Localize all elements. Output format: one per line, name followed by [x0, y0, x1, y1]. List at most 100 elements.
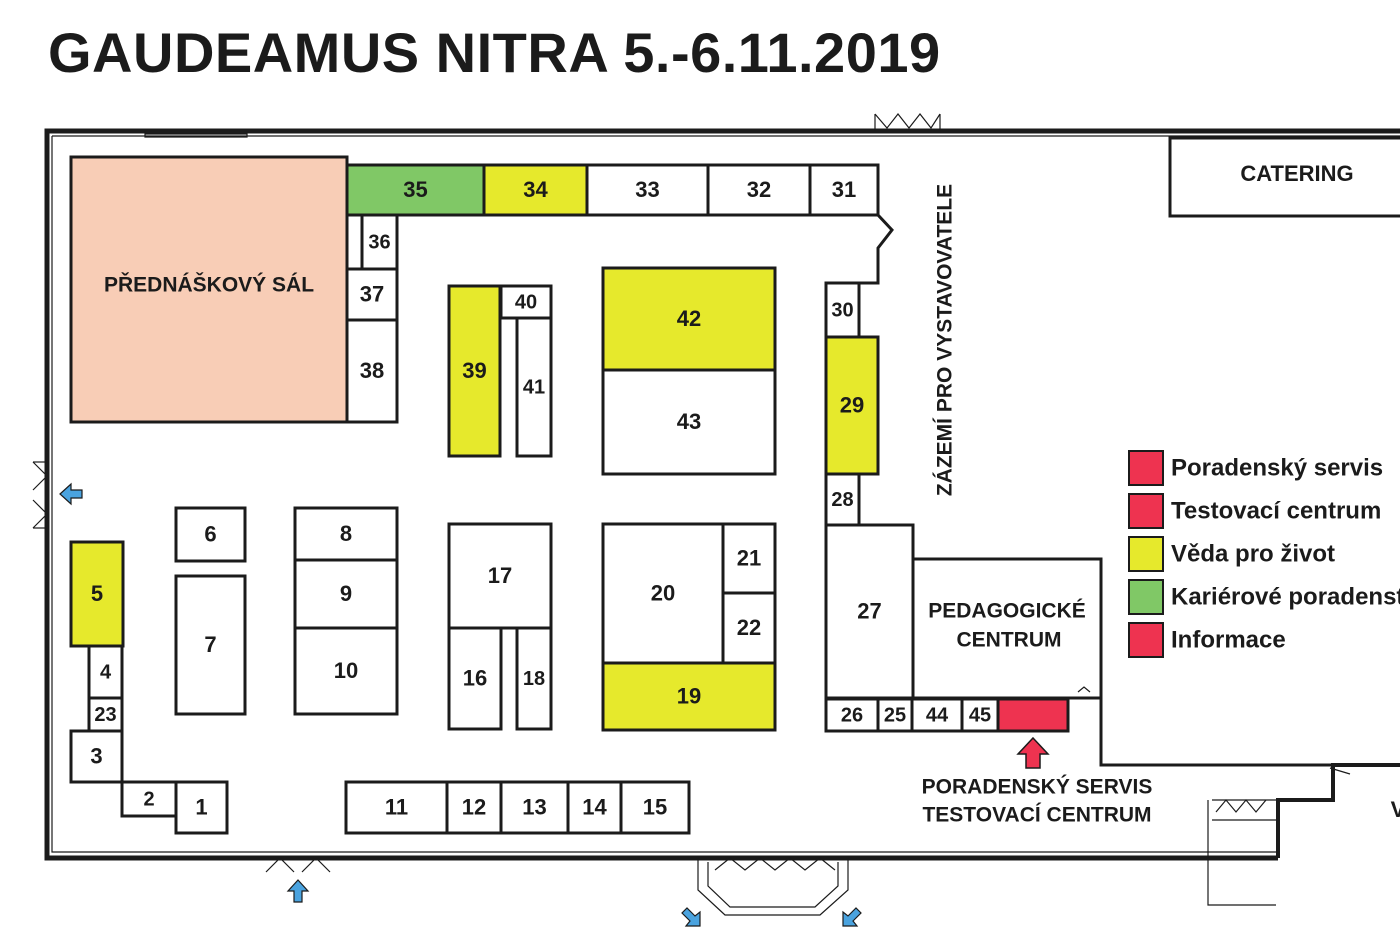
booth-32-label: 32 [747, 177, 771, 202]
booth-12[interactable]: 12 [445, 780, 503, 835]
booth-27-label: 27 [857, 598, 881, 623]
booth-1-area [174, 780, 229, 835]
booth-3[interactable]: 3 [69, 729, 124, 784]
booth-15-label: 15 [643, 794, 667, 819]
legend-swatch [1128, 579, 1164, 615]
booth-28[interactable]: 28 [824, 472, 861, 527]
booth-25[interactable]: 25 [876, 697, 914, 733]
booth-36[interactable]: 36 [360, 213, 399, 271]
booth-29-area [824, 335, 880, 476]
booth-45-label: 45 [969, 704, 991, 726]
booth-23-label: 23 [94, 704, 116, 726]
booth-5[interactable]: 5 [69, 540, 125, 648]
booth-13[interactable]: 13 [499, 780, 570, 835]
booth-44-label: 44 [926, 704, 949, 726]
booth-9-label: 9 [340, 581, 352, 606]
booth-20-label: 20 [651, 580, 675, 605]
booth-2[interactable]: 2 [120, 780, 178, 818]
callout-arrow-icon [1016, 736, 1050, 769]
booth-40-label: 40 [515, 291, 537, 313]
legend-swatch [1128, 493, 1164, 529]
booth-9-area [293, 558, 399, 630]
booth-4[interactable]: 4 [87, 644, 124, 700]
booth-5-label: 5 [91, 581, 103, 606]
booth-31-area [808, 163, 880, 217]
booth-22[interactable]: 22 [721, 591, 777, 665]
catering-room[interactable]: CATERING [1168, 136, 1400, 218]
booth-29[interactable]: 29 [824, 335, 880, 476]
booth-12-area [445, 780, 503, 835]
booth-21-label: 21 [737, 545, 761, 570]
booth-45-area [960, 697, 1000, 733]
booth-31[interactable]: 31 [808, 163, 880, 217]
booth-1-label: 1 [195, 794, 207, 819]
booth-18[interactable]: 18 [515, 626, 553, 731]
booth-7[interactable]: 7 [174, 574, 247, 716]
pedagogic-centre[interactable]: PEDAGOGICKÉ CENTRUM [911, 557, 1103, 700]
booth-14-label: 14 [582, 794, 607, 819]
booth-10[interactable]: 10 [293, 626, 399, 716]
hall-walls [44, 128, 1400, 861]
booth-23[interactable]: 23 [87, 696, 124, 733]
booth-16[interactable]: 16 [447, 626, 503, 731]
booth-4-area [87, 644, 124, 700]
booth-43-label: 43 [677, 409, 701, 434]
booth-15-area [619, 780, 691, 835]
booth-42-label: 42 [677, 306, 701, 331]
booth-34[interactable]: 34 [482, 163, 589, 217]
booth-7-label: 7 [204, 632, 216, 657]
booth-42[interactable]: 42 [601, 266, 777, 372]
booth-4-label: 4 [100, 661, 112, 683]
booth-1[interactable]: 1 [174, 780, 229, 835]
booth-17-label: 17 [488, 563, 512, 588]
booth-19[interactable]: 19 [601, 661, 777, 732]
booth-34-label: 34 [523, 177, 548, 202]
booth-36-label: 36 [368, 231, 390, 253]
booth-43[interactable]: 43 [601, 368, 777, 476]
booth-30[interactable]: 30 [824, 281, 861, 339]
booth-27[interactable]: 27 [824, 523, 915, 700]
booth-41[interactable]: 41 [515, 316, 553, 458]
booth-20[interactable]: 20 [601, 522, 725, 665]
booth-10-area [293, 626, 399, 716]
partial-room-label: V [1391, 797, 1400, 822]
booth-6[interactable]: 6 [174, 506, 247, 563]
entrance-arrow-icon [59, 482, 862, 927]
booth-8[interactable]: 8 [293, 506, 399, 562]
legend-swatch [1128, 622, 1164, 658]
booth-3-area [69, 729, 124, 784]
booth-9[interactable]: 9 [293, 558, 399, 630]
booth-35-area [345, 163, 486, 217]
booth-43-area [601, 368, 777, 476]
booth-8-label: 8 [340, 521, 352, 546]
booth-11[interactable]: 11 [344, 780, 449, 835]
booth-26[interactable]: 26 [824, 697, 880, 733]
booth-39[interactable]: 39 [447, 284, 502, 458]
booth-40[interactable]: 40 [499, 284, 553, 320]
booth-19-label: 19 [677, 683, 701, 708]
legend-label: Testovací centrum [1171, 497, 1381, 524]
callout-line2: TESTOVACÍ CENTRUM [922, 804, 1151, 827]
booth-45[interactable]: 45 [960, 697, 1000, 733]
booth-29-label: 29 [840, 392, 864, 417]
booth-38-label: 38 [360, 358, 384, 383]
lecture-hall[interactable]: PŘEDNÁŠKOVÝ SÁL [69, 155, 349, 424]
booth-18-label: 18 [523, 668, 545, 690]
booth-26-area [824, 697, 880, 733]
booth-35[interactable]: 35 [345, 163, 486, 217]
booth-10-label: 10 [334, 658, 358, 683]
booth-37[interactable]: 37 [345, 267, 399, 322]
booth-44[interactable]: 44 [910, 697, 964, 733]
booth-14[interactable]: 14 [566, 780, 623, 835]
booth-21[interactable]: 21 [721, 522, 777, 595]
booth-33[interactable]: 33 [585, 163, 710, 217]
booth-32[interactable]: 32 [706, 163, 812, 217]
booth-3-label: 3 [90, 743, 102, 768]
backstage-label: ZÁZEMÍ PRO VYSTAVOVATELE [934, 184, 957, 496]
booth-15[interactable]: 15 [619, 780, 691, 835]
legend-label: Kariérové poradenství [1171, 583, 1400, 610]
booth-38[interactable]: 38 [345, 318, 399, 424]
booth-13-label: 13 [522, 794, 546, 819]
booth-17[interactable]: 17 [447, 522, 553, 630]
info-desk[interactable] [996, 697, 1070, 733]
